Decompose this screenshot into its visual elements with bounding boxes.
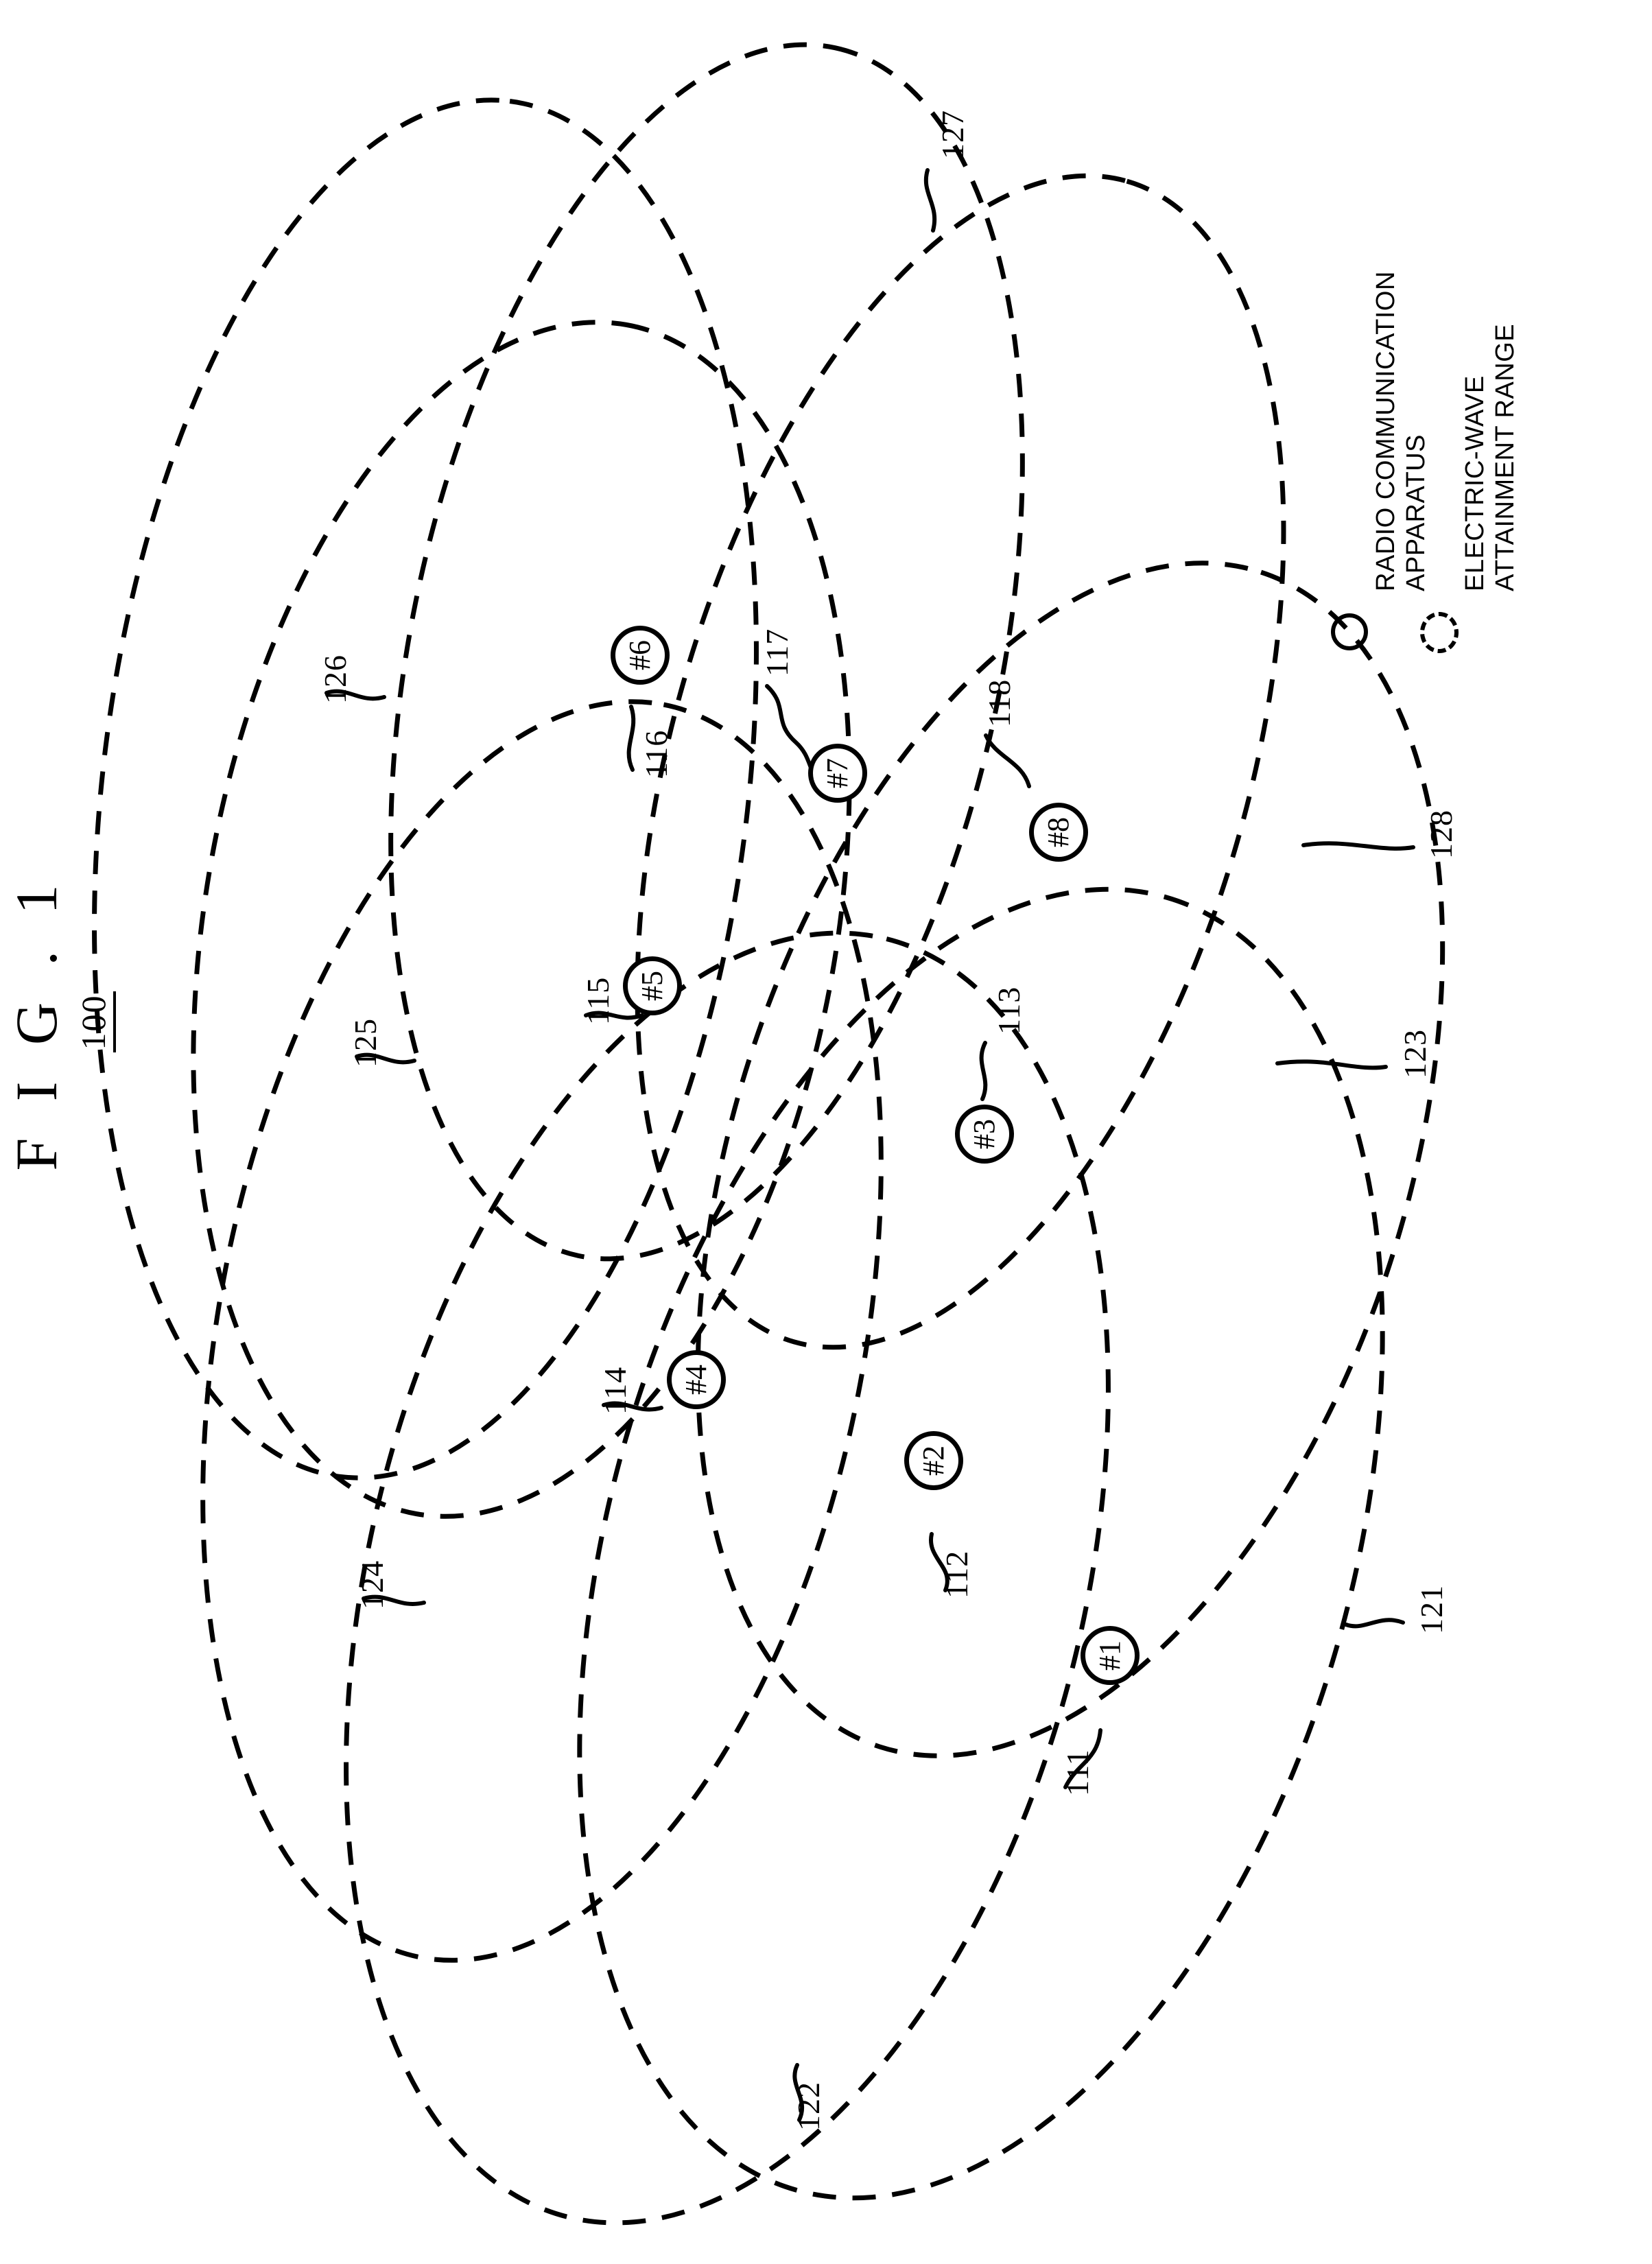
legend-label-electric-wave-attainment-range-line1: ELECTRIC-WAVE <box>1461 375 1489 591</box>
ref-111: 111 <box>1060 1749 1095 1796</box>
ref-123: 123 <box>1397 1029 1432 1078</box>
leader-125 <box>355 1052 416 1065</box>
ref-114: 114 <box>598 1366 633 1415</box>
node-label-116: #6 <box>623 640 657 670</box>
ref-122: 122 <box>791 2082 826 2131</box>
ref-126: 126 <box>318 655 353 704</box>
range-ellipse-126 <box>92 97 759 1481</box>
legend-label-electric-wave-attainment-range-line2: ATTAINMENT RANGE <box>1491 323 1520 591</box>
range-ellipse-123 <box>695 561 1446 1758</box>
range-ellipse-124 <box>200 699 884 1963</box>
leader-111 <box>1063 1728 1102 1789</box>
node-114[interactable]: #4 <box>667 1350 726 1409</box>
leader-118 <box>984 733 1031 788</box>
range-ellipse-128 <box>635 173 1286 1350</box>
leader-121 <box>1344 1618 1405 1629</box>
node-111[interactable]: #1 <box>1081 1626 1140 1685</box>
range-ellipse-125 <box>191 320 852 1519</box>
node-label-113: #3 <box>967 1119 1001 1149</box>
leader-113 <box>979 1041 988 1101</box>
ref-124: 124 <box>355 1560 390 1609</box>
ref-127: 127 <box>935 110 970 159</box>
leader-124 <box>362 1594 426 1606</box>
node-label-114: #4 <box>679 1365 713 1395</box>
ref-125: 125 <box>348 1018 383 1068</box>
leader-116 <box>626 705 636 772</box>
legend: RADIO COMMUNICATION APPARATUS ELECTRIC-W… <box>1293 29 1520 687</box>
ref-113: 113 <box>991 986 1026 1035</box>
leader-126 <box>324 689 386 701</box>
legend-label-radio-communication-apparatus-line1: RADIO COMMUNICATION <box>1371 271 1400 591</box>
node-115[interactable]: #5 <box>623 956 682 1015</box>
leader-128 <box>1301 841 1415 851</box>
leader-122 <box>792 2063 805 2122</box>
leader-123 <box>1275 1059 1388 1070</box>
leader-127 <box>923 168 937 233</box>
node-label-117: #7 <box>821 758 854 788</box>
ref-121: 121 <box>1414 1585 1449 1634</box>
node-label-118: #8 <box>1041 817 1075 847</box>
node-label-112: #2 <box>917 1446 950 1476</box>
leader-115 <box>584 1011 644 1020</box>
node-112[interactable]: #2 <box>904 1431 963 1490</box>
leader-112 <box>928 1532 949 1592</box>
ref-112: 112 <box>939 1550 974 1599</box>
circle-outline-icon <box>1331 613 1368 650</box>
leader-114 <box>602 1401 663 1412</box>
ref-116: 116 <box>639 729 674 778</box>
node-label-111: #1 <box>1093 1640 1126 1671</box>
node-118[interactable]: #8 <box>1029 803 1088 862</box>
node-116[interactable]: #6 <box>611 626 670 685</box>
range-ellipse-122 <box>344 930 1111 2226</box>
node-117[interactable]: #7 <box>808 744 867 803</box>
ref-115: 115 <box>580 976 615 1025</box>
ref-118: 118 <box>982 679 1017 727</box>
legend-label-radio-communication-apparatus-line2: APPARATUS <box>1402 434 1430 591</box>
dashed-ellipse-icon <box>1420 612 1459 653</box>
node-label-115: #5 <box>635 971 669 1001</box>
ref-128: 128 <box>1424 810 1459 859</box>
range-ellipse-127 <box>388 42 1025 1262</box>
range-ellipse-121 <box>577 886 1385 2201</box>
node-113[interactable]: #3 <box>955 1105 1014 1164</box>
ref-117: 117 <box>759 628 794 676</box>
